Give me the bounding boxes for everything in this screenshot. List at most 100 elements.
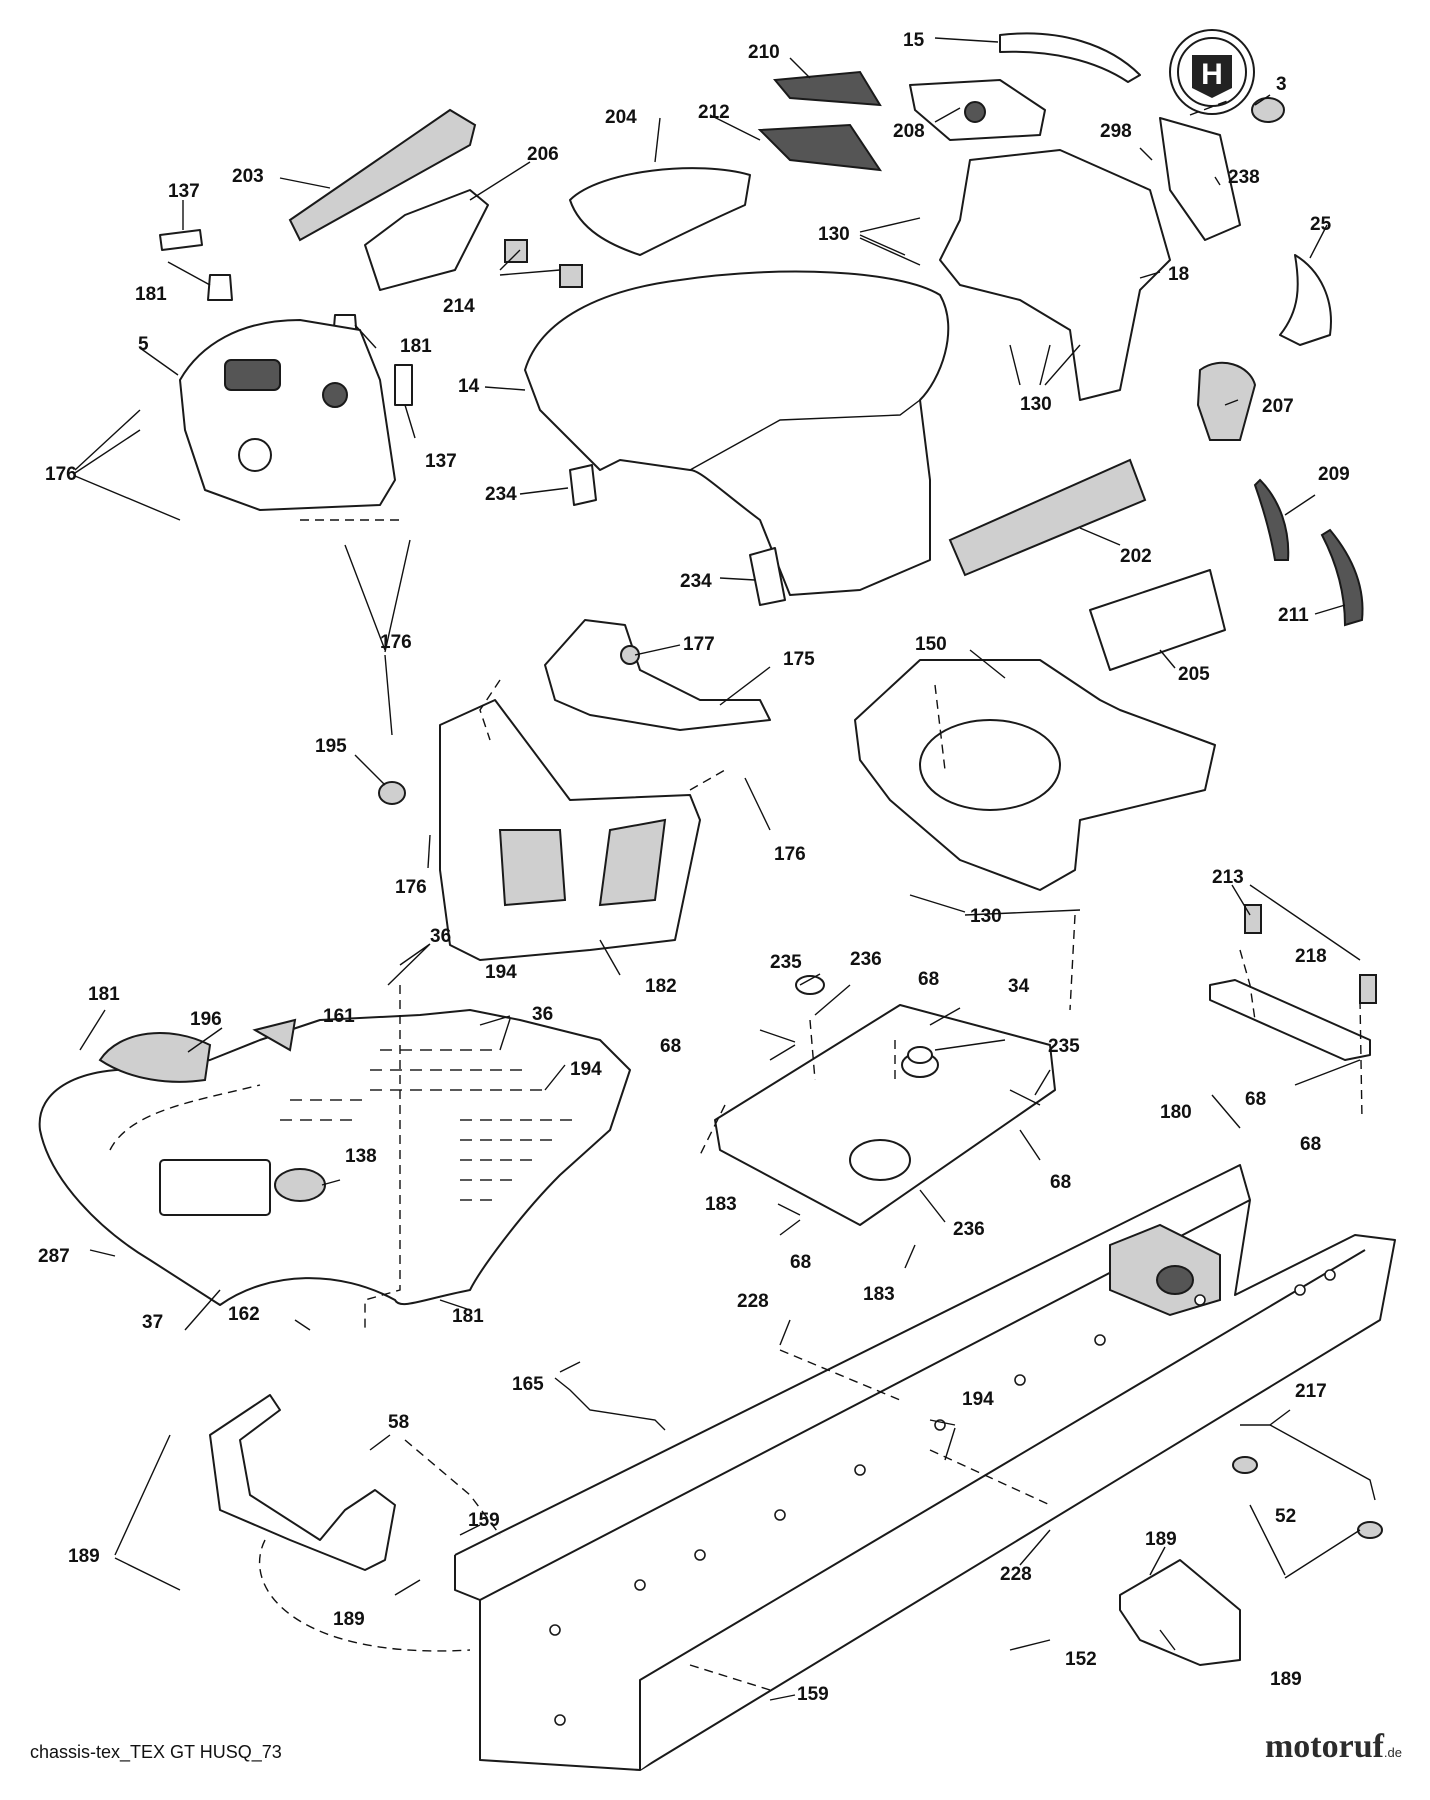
callout-203: 203: [232, 166, 264, 187]
callout-176a: 176: [45, 464, 77, 485]
callout-207: 207: [1262, 396, 1294, 417]
callout-212: 212: [698, 102, 730, 123]
callout-194c: 194: [962, 1389, 994, 1410]
callout-68a: 68: [918, 969, 939, 990]
callout-181d: 181: [452, 1306, 484, 1327]
part-218-bar: [1209, 979, 1371, 1061]
callout-175: 175: [783, 649, 815, 670]
part-152-plate: [1119, 1559, 1241, 1666]
callout-18: 18: [1168, 264, 1189, 285]
callout-159a: 159: [468, 1510, 500, 1531]
part-209-grille: [1253, 478, 1290, 561]
part-3-badge: H: [1169, 29, 1285, 123]
callout-181c: 181: [88, 984, 120, 1005]
callout-287: 287: [38, 1246, 70, 1267]
callout-189a: 189: [68, 1546, 100, 1567]
part-25-trim: [1279, 254, 1332, 346]
callout-194b: 194: [570, 1059, 602, 1080]
callout-218: 218: [1295, 946, 1327, 967]
callout-238: 238: [1228, 167, 1260, 188]
callout-137a: 137: [168, 181, 200, 202]
part-165-rod: [554, 1377, 666, 1431]
part-52-bushing-a: [1232, 1456, 1258, 1474]
callout-298: 298: [1100, 121, 1132, 142]
callout-236a: 236: [850, 949, 882, 970]
callout-15: 15: [903, 30, 925, 51]
part-234a-tab: [569, 464, 597, 506]
callout-189d: 189: [1270, 1669, 1302, 1690]
callout-162: 162: [228, 1304, 260, 1325]
diagram-caption: chassis-tex_TEX GT HUSQ_73: [30, 1742, 282, 1762]
callout-196: 196: [190, 1009, 222, 1030]
callout-37: 37: [142, 1312, 163, 1333]
callout-189b: 189: [1145, 1529, 1177, 1550]
callout-68b: 68: [660, 1036, 681, 1057]
part-202-grille: [948, 458, 1147, 577]
brand-name: motoruf: [1264, 1728, 1384, 1765]
callout-150: 150: [915, 634, 947, 655]
part-177-nut: [620, 645, 640, 665]
callout-68f: 68: [790, 1252, 811, 1273]
part-211-grille: [1320, 528, 1364, 627]
callout-176b: 176: [380, 632, 412, 653]
callout-130c: 130: [970, 906, 1002, 927]
callout-234a: 234: [485, 484, 517, 505]
callout-204: 204: [605, 107, 637, 128]
part-235-bushing: [795, 975, 825, 995]
part-203-grille: [288, 108, 477, 242]
callout-52: 52: [1275, 1506, 1296, 1527]
callout-25: 25: [1310, 214, 1332, 235]
callout-36b: 36: [532, 1004, 553, 1025]
callout-194a: 194: [485, 962, 517, 983]
callout-36a: 36: [430, 926, 451, 947]
part-195-plug: [378, 781, 406, 805]
callout-208: 208: [893, 121, 925, 142]
callout-159b: 159: [797, 1684, 829, 1705]
part-34-plate: [714, 1004, 1056, 1226]
dashed-assembly-lines: [300, 99, 1363, 1691]
callout-181a: 181: [135, 284, 167, 305]
callout-130a: 130: [818, 224, 850, 245]
callout-180: 180: [1160, 1102, 1192, 1123]
callout-228a: 228: [737, 1291, 769, 1312]
brand-tld: .de: [1383, 1745, 1402, 1760]
callout-189c: 189: [333, 1609, 365, 1630]
part-214-clip-a: [504, 239, 528, 263]
part-238-side-panel: [1159, 117, 1241, 241]
callout-183b: 183: [863, 1284, 895, 1305]
part-137b-clip: [394, 364, 413, 406]
part-52-bushing-b: [1357, 1521, 1383, 1539]
callout-236b: 236: [953, 1219, 985, 1240]
part-217-rod: [1240, 1424, 1376, 1501]
callout-labels: 15 3 210 204 212 208 298 238 137 203 206…: [38, 30, 1350, 1705]
callout-202: 202: [1120, 546, 1152, 567]
callout-176d: 176: [774, 844, 806, 865]
part-18-rear-body: [939, 149, 1171, 401]
callout-68e: 68: [1300, 1134, 1321, 1155]
callout-176c: 176: [395, 877, 427, 898]
callout-137b: 137: [425, 451, 457, 472]
svg-text:H: H: [1201, 58, 1223, 91]
callout-161: 161: [323, 1006, 355, 1027]
callout-234b: 234: [680, 571, 712, 592]
callout-130b: 130: [1020, 394, 1052, 415]
part-161-clip: [252, 1018, 297, 1052]
callout-14: 14: [458, 376, 480, 397]
part-5-dash-panel: [179, 319, 396, 511]
callout-34: 34: [1008, 976, 1030, 997]
part-58-bracket: [209, 1394, 396, 1571]
footboard-vents: [280, 1049, 572, 1201]
callout-195: 195: [315, 736, 347, 757]
part-138-grommet: [274, 1168, 326, 1202]
callout-177: 177: [683, 634, 715, 655]
part-207-light: [1196, 361, 1257, 441]
frame-holes: [549, 1269, 1336, 1726]
part-15-trim-strip: [999, 32, 1141, 83]
part-205-panel: [1089, 569, 1226, 671]
callout-182: 182: [645, 976, 677, 997]
callout-228b: 228: [1000, 1564, 1032, 1585]
part-196-cover: [98, 1032, 212, 1083]
callout-68c: 68: [1245, 1089, 1266, 1110]
callout-210: 210: [748, 42, 780, 63]
